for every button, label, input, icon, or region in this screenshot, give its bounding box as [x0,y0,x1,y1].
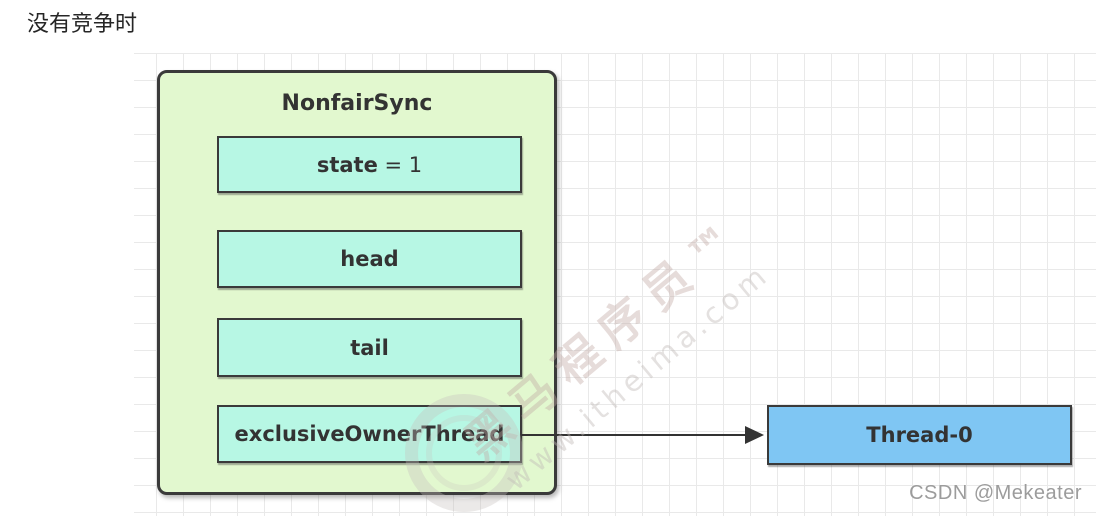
nonfairsync-box: NonfairSync state = 1 head tail exclusiv… [157,70,557,495]
page-title: 没有竞争时 [27,12,138,37]
field-state-label: state [316,152,378,177]
nonfairsync-title: NonfairSync [281,91,433,116]
thread-box-label: Thread-0 [866,423,973,447]
thread-box: Thread-0 [767,405,1072,465]
field-head: head [217,230,522,288]
field-head-label: head [340,247,399,271]
field-state: state = 1 [217,136,522,193]
field-exclusive-owner-thread-label: exclusiveOwnerThread [234,422,505,446]
owner-arrow-head-icon [745,426,764,444]
field-exclusive-owner-thread: exclusiveOwnerThread [217,405,522,463]
field-tail-label: tail [350,335,389,360]
field-state-value: = 1 [377,152,423,177]
owner-arrow-line [521,434,747,436]
field-tail: tail [217,318,522,377]
csdn-watermark: CSDN @Mekeater [909,482,1082,504]
